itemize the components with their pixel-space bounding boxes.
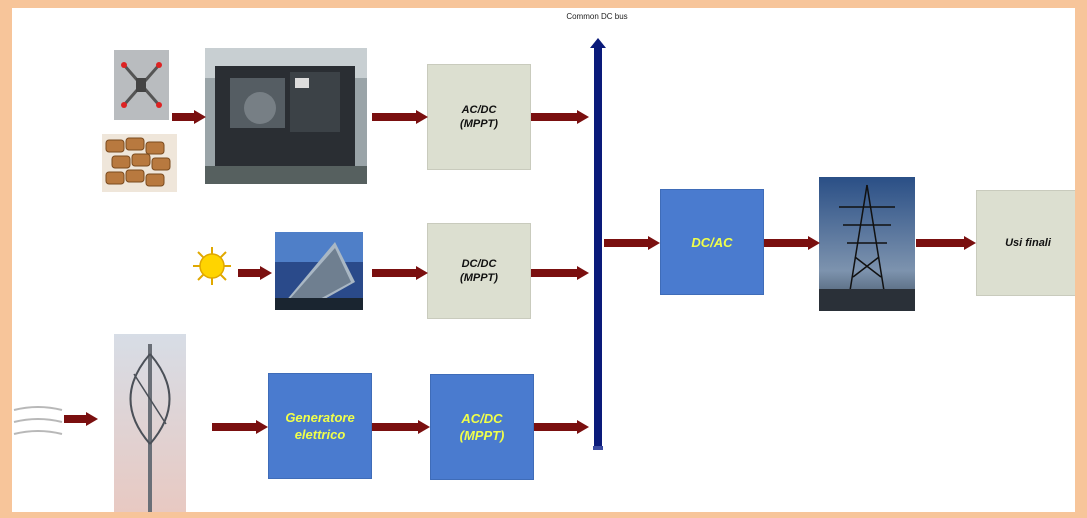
engine-generator-photo xyxy=(205,48,367,184)
arrow-turbine-to-generator xyxy=(212,420,268,434)
generatore-elettrico-block: Generatore elettrico xyxy=(268,373,372,479)
usi-finali-block: Usi finali xyxy=(976,190,1075,296)
arrow-dcac-to-grid xyxy=(764,236,820,250)
arrow-panel-to-dcdc xyxy=(372,266,428,280)
arrow-generator-to-acdc-bottom xyxy=(372,420,430,434)
arrow-grid-to-end-uses xyxy=(916,236,976,250)
acdc-mppt-block-bottom: AC/DC (MPPT) xyxy=(430,374,534,480)
arrow-acdc-bottom-to-bus xyxy=(534,420,589,434)
common-dc-bus xyxy=(590,38,606,450)
wind-icon xyxy=(13,406,63,435)
power-pylon-photo xyxy=(819,177,915,311)
dcac-inverter-block: DC/AC xyxy=(660,189,764,295)
acdc-mppt-block-top: AC/DC (MPPT) xyxy=(427,64,531,170)
vertical-wind-turbine-photo xyxy=(114,334,186,512)
arrow-dcdc-to-bus xyxy=(531,266,589,280)
arrow-acdc-to-bus xyxy=(531,110,589,124)
arrow-biomass-to-generator xyxy=(172,110,206,124)
sun-icon xyxy=(193,247,231,285)
arrow-generator-to-acdc xyxy=(372,110,428,124)
solar-panel-photo xyxy=(275,232,363,310)
biomass-burner-icon xyxy=(114,50,169,120)
dcdc-mppt-block: DC/DC (MPPT) xyxy=(427,223,531,319)
arrow-bus-to-dcac xyxy=(604,236,660,250)
common-dc-bus-label: Common DC bus xyxy=(566,12,628,21)
wood-pellets-icon xyxy=(102,134,177,192)
diagram-canvas: Common DC bus AC/DC (MPPT) xyxy=(12,8,1075,512)
arrow-wind-to-turbine xyxy=(64,412,98,426)
arrow-sun-to-panel xyxy=(238,266,272,280)
